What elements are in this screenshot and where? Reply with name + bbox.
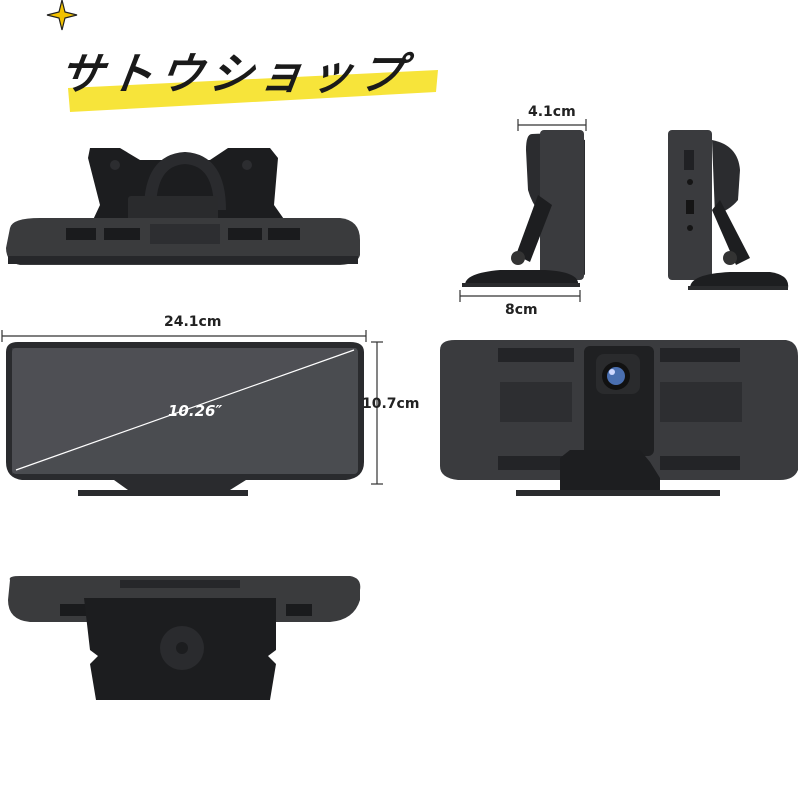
- diagonal-label: 10.26″: [168, 402, 223, 420]
- height-label: 10.7cm: [362, 396, 420, 412]
- device-front-view: [6, 342, 364, 496]
- device-side-view-right: [668, 130, 789, 290]
- device-side-view-left: [462, 130, 585, 287]
- device-top-view: [6, 148, 360, 265]
- device-bottom-view: [8, 576, 361, 700]
- base-label: 8cm: [505, 302, 538, 318]
- brand-highlight: [68, 70, 438, 112]
- width-label: 24.1cm: [164, 314, 222, 330]
- sparkle-icon: [46, 0, 78, 31]
- dimension-lines-side: [459, 119, 587, 302]
- device-back-view: [440, 340, 798, 496]
- depth-label: 4.1cm: [528, 104, 576, 120]
- brand-name: サトウショップ: [55, 49, 413, 100]
- dimension-lines-front: [1, 330, 383, 485]
